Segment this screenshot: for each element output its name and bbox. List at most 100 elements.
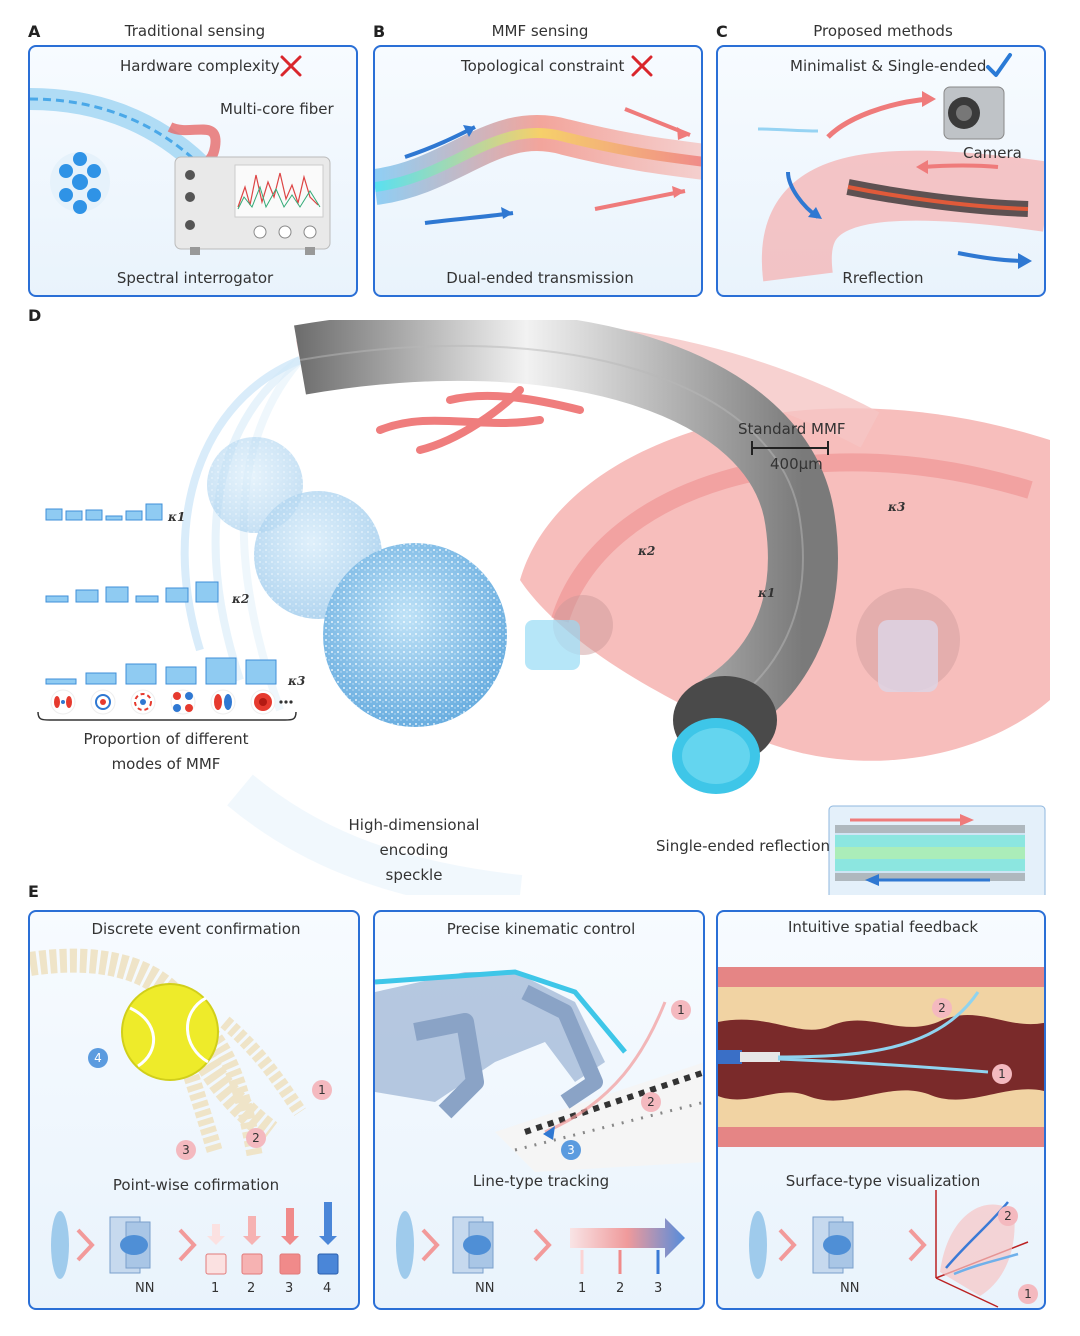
camera-label: Camera (963, 144, 1022, 162)
neural-network-icon (453, 1217, 493, 1273)
mode-bar (126, 664, 156, 684)
panel-b-bottom: Dual-ended transmission (375, 269, 703, 287)
marker-2: 2 (998, 1206, 1018, 1226)
kappa-3-label: κ3 (288, 674, 305, 688)
mode-bar (126, 511, 142, 520)
marker-1: 1 (671, 1000, 691, 1020)
cross-icon (633, 57, 651, 75)
indicator-arrow (286, 1208, 294, 1236)
fiber-size-label: 400μm (770, 455, 823, 473)
tick-3: 3 (654, 1281, 662, 1296)
panel-e2-illustration (375, 912, 705, 1310)
indicator-box (318, 1254, 338, 1274)
panel-b: Topological constraint Dual-ended transm… (373, 45, 703, 297)
mode-bar (86, 510, 102, 520)
marker-1: 1 (992, 1064, 1012, 1084)
marker-2: 2 (641, 1092, 661, 1112)
multi-core-fiber-label: Multi-core fiber (220, 100, 334, 118)
encoding-line-1: High-dimensional (314, 816, 514, 834)
kappa-2-label: κ2 (232, 592, 249, 606)
camera-icon (944, 87, 1004, 139)
panel-letter-b: B (373, 22, 385, 41)
chevron-right-icon (910, 1230, 924, 1260)
panel-e3: Intuitive spatial feedback 2 1 Surface-t… (716, 910, 1046, 1310)
mode-patterns-icon (51, 690, 293, 714)
cross-icon (282, 57, 300, 75)
marker-1: 1 (312, 1080, 332, 1100)
neural-network-icon (813, 1217, 853, 1273)
panel-a: Hardware complexity Multi-core fiber Spe… (28, 45, 358, 297)
chevron-right-icon (78, 1230, 92, 1260)
encoding-line-2: encoding (314, 841, 514, 859)
chevron-right-icon (423, 1230, 437, 1260)
encoding-line-3: speckle (314, 866, 514, 884)
panel-e2-subtitle: Line-type tracking (375, 1172, 705, 1190)
panel-d: Standard MMF 400μm κ1 κ2 κ3 κ2 κ1 κ3 Pro… (0, 320, 1080, 895)
mode-bar (46, 679, 76, 684)
panel-c-illustration (718, 47, 1046, 297)
panel-e1: Discrete event confirmation 4 1 2 3 Poin… (28, 910, 360, 1310)
panel-c: Minimalist & Single-ended Camera Rreflec… (716, 45, 1046, 297)
panel-e2-title: Precise kinematic control (375, 920, 705, 938)
panel-c-header: Proposed methods (748, 22, 1018, 40)
panel-e1-illustration (30, 912, 360, 1310)
mode-bar (76, 590, 98, 602)
panel-a-bottom: Spectral interrogator (30, 269, 358, 287)
tick-1: 1 (578, 1281, 586, 1296)
nn-label: NN (840, 1281, 859, 1296)
panel-c-issue: Minimalist & Single-ended (790, 57, 986, 75)
fiber-cores-icon (50, 152, 110, 214)
mode-bar (196, 582, 218, 602)
neural-network-icon (110, 1217, 150, 1273)
chevron-right-icon (535, 1230, 549, 1260)
mode-bar (246, 660, 276, 684)
fiber-core-icon (672, 676, 777, 794)
side-fiber-left-icon (525, 595, 613, 670)
modes-caption-line-2: modes of MMF (36, 755, 296, 773)
marker-3: 3 (561, 1140, 581, 1160)
panel-letter-e: E (28, 882, 39, 901)
panel-e1-title: Discrete event confirmation (30, 920, 360, 938)
tick-1: 1 (211, 1281, 219, 1296)
panel-a-header: Traditional sensing (60, 22, 330, 40)
point-wise-bars (206, 1202, 338, 1274)
tick-3: 3 (285, 1281, 293, 1296)
spectral-interrogator-icon (175, 157, 330, 255)
tick-2: 2 (247, 1281, 255, 1296)
panel-e3-illustration (718, 912, 1046, 1310)
nn-label: NN (475, 1281, 494, 1296)
panel-a-issue: Hardware complexity (120, 57, 280, 75)
indicator-arrowhead (319, 1236, 337, 1245)
chevron-right-icon (780, 1230, 794, 1260)
reflection-inset (829, 806, 1045, 895)
chevron-right-icon (180, 1230, 194, 1260)
side-fiber-right-icon (856, 588, 960, 692)
check-icon (988, 55, 1010, 75)
mode-bar (136, 596, 158, 602)
tick-2: 2 (616, 1281, 624, 1296)
mode-bar (46, 596, 68, 602)
tissue-kappa-3-label: κ3 (888, 500, 905, 514)
panel-b-issue: Topological constraint (461, 57, 624, 75)
marker-2: 2 (246, 1128, 266, 1148)
indicator-arrowhead (243, 1236, 261, 1245)
tissue-kappa-2-label: κ2 (638, 544, 655, 558)
tissue-kappa-1-label: κ1 (758, 586, 775, 600)
panel-c-bottom: Rreflection (718, 269, 1046, 287)
indicator-box (206, 1254, 226, 1274)
mode-bar (166, 667, 196, 684)
mode-bar (46, 509, 62, 520)
mode-bar (106, 516, 122, 520)
marker-2: 2 (932, 998, 952, 1018)
panel-b-header: MMF sensing (405, 22, 675, 40)
indicator-box (242, 1254, 262, 1274)
panel-e3-title: Intuitive spatial feedback (718, 918, 1046, 936)
panel-d-illustration (0, 320, 1080, 895)
indicator-arrow (324, 1202, 332, 1236)
panel-e3-subtitle: Surface-type visualization (718, 1172, 1046, 1190)
tracking-arrow-icon (570, 1218, 685, 1274)
mode-bar (66, 511, 82, 520)
indicator-arrow (248, 1216, 256, 1236)
marker-4: 4 (88, 1048, 108, 1068)
panel-letter-a: A (28, 22, 40, 41)
